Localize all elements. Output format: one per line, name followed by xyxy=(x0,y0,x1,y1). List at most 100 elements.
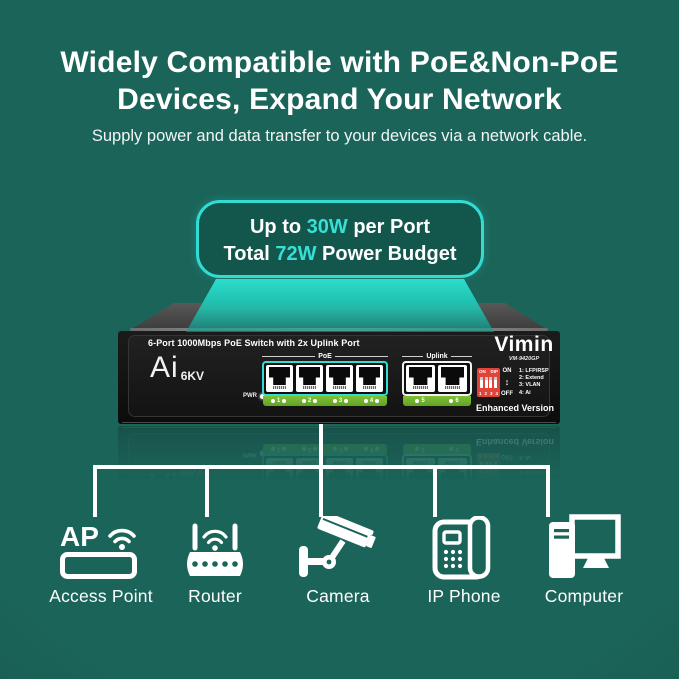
camera-icon xyxy=(295,514,381,580)
dip-on-off-legend: ON ↕ OFF xyxy=(501,368,513,397)
light-beam xyxy=(186,279,494,332)
callout-text: Power Budget xyxy=(316,243,457,265)
led-dot xyxy=(415,399,420,403)
rj45-pins xyxy=(333,386,346,389)
rj45-pins xyxy=(413,386,428,389)
camera-wall-plate xyxy=(299,546,308,577)
wifi-arcs xyxy=(108,528,136,544)
camera-body xyxy=(317,516,376,548)
callout-text: Up to xyxy=(249,216,307,238)
dip-number: 2 xyxy=(484,391,487,396)
router-antennas xyxy=(192,523,238,551)
rj45-port xyxy=(266,365,293,392)
access-point-icon: AP xyxy=(60,514,142,580)
title-line-1: Widely Compatible with PoE&Non-PoE xyxy=(60,46,619,79)
phone-screen xyxy=(442,530,462,545)
dip-function-item: 2: Extend xyxy=(519,375,544,382)
port-number-cell: 5 xyxy=(415,398,425,404)
rj45-pins xyxy=(303,386,316,389)
router-icon xyxy=(182,514,248,580)
dip-on-text: ON xyxy=(479,369,486,374)
power-led-icon xyxy=(260,393,265,399)
dip-switch-block: ON DIP 1 2 3 4 xyxy=(477,368,500,397)
port-number: 5 xyxy=(421,398,425,404)
led-dot xyxy=(449,399,454,403)
ip-phone-icon xyxy=(432,516,491,580)
device-ip-phone: IP Phone xyxy=(406,514,522,607)
poe-port-group: PoE 1 2 3 4 xyxy=(262,352,388,406)
router-icon xyxy=(187,523,243,576)
device-label: Access Point xyxy=(49,586,153,606)
model-number: VM-9420GP xyxy=(508,356,540,362)
rj45-port xyxy=(356,365,383,392)
led-dot xyxy=(375,399,380,403)
rj45-port xyxy=(326,365,353,392)
computer-icon xyxy=(549,514,621,578)
dip-switch-lever xyxy=(493,377,497,388)
power-indicator: PWR xyxy=(243,393,265,399)
up-down-arrow-icon: ↕ xyxy=(504,377,510,387)
rj45-port xyxy=(406,365,435,392)
callout-highlight-30w: 30W xyxy=(306,216,348,238)
network-switch: 6-Port 1000Mbps PoE Switch with 2x Uplin… xyxy=(118,303,560,424)
port-number-cell: 1 xyxy=(270,398,287,404)
rj45-jack-icon xyxy=(299,367,320,385)
device-label: Camera xyxy=(306,586,370,606)
rj45-port xyxy=(296,365,323,392)
wifi-arcs xyxy=(202,529,228,545)
rj45-pins xyxy=(363,386,376,389)
pwr-label: PWR xyxy=(243,393,257,399)
poe-ports-box xyxy=(262,361,388,396)
connector-line-drop-computer xyxy=(546,465,550,517)
uplink-port-group: Uplink 5 6 xyxy=(402,352,473,406)
off-label: OFF xyxy=(501,391,513,397)
rj45-jack-icon xyxy=(359,367,380,385)
dip-function-item: 4: Ai xyxy=(519,389,531,396)
divider-line xyxy=(450,356,473,357)
dip-function-item: 3: VLAN xyxy=(519,382,541,389)
access-point-icon: AP xyxy=(60,521,137,579)
dip-switch-lever xyxy=(480,377,483,388)
connector-line-drop-router xyxy=(205,465,209,517)
dip-switches xyxy=(479,377,498,388)
dip-function-list: 1: LFP/RSP 2: Extend 3: VLAN 4: Ai xyxy=(519,368,549,397)
uplink-group-label: Uplink xyxy=(426,353,448,360)
rj45-jack-icon xyxy=(409,367,432,385)
divider-line xyxy=(262,356,316,357)
connector-line-drop-ip-phone xyxy=(433,465,437,517)
rj45-jack-icon xyxy=(269,367,290,385)
dip-switch-lever xyxy=(489,377,493,388)
device-label: Computer xyxy=(544,586,624,606)
device-label: Router xyxy=(188,586,242,606)
callout-text: Total xyxy=(223,243,276,265)
enhanced-version-badge: Enhanced Version xyxy=(475,403,554,413)
dip-number: 4 xyxy=(495,391,498,396)
uplink-port-number-strip: 5 6 xyxy=(403,396,471,406)
led-dot xyxy=(270,399,275,403)
switch-product-label: 6-Port 1000Mbps PoE Switch with 2x Uplin… xyxy=(148,338,360,348)
port-number: 3 xyxy=(338,398,343,404)
device-camera: Camera xyxy=(280,514,396,607)
connector-line-horizontal xyxy=(93,465,550,469)
led-dot xyxy=(363,399,368,403)
port-number-cell: 2 xyxy=(301,398,318,404)
router-leds xyxy=(192,561,238,567)
port-number: 1 xyxy=(276,398,281,404)
dip-dip-text: DIP xyxy=(490,369,498,374)
ap-text: AP xyxy=(60,521,99,552)
rj45-jack-icon xyxy=(441,367,464,385)
port-number: 6 xyxy=(455,398,459,404)
header: Widely Compatible with PoE&Non-PoE Devic… xyxy=(0,44,679,146)
title-line-2: Devices, Expand Your Network xyxy=(117,83,562,116)
ai-text: Ai xyxy=(150,351,179,384)
uplink-group-label-row: Uplink xyxy=(402,352,473,361)
poe-group-label-row: PoE xyxy=(262,352,388,361)
rj45-pins xyxy=(273,386,286,389)
rj45-jack-icon xyxy=(329,367,350,385)
monitor-stand xyxy=(583,558,609,568)
phone-handset xyxy=(467,516,491,579)
monitor xyxy=(569,514,621,559)
poe-group-label: PoE xyxy=(318,353,332,360)
port-number: 4 xyxy=(369,398,374,404)
